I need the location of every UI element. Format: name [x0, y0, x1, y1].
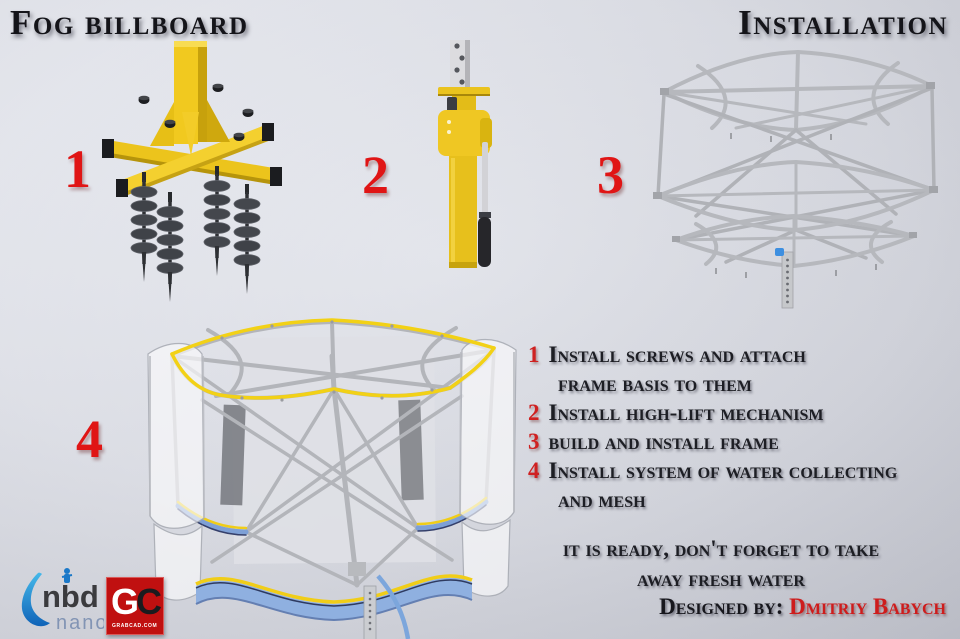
frame-connectors	[653, 82, 938, 242]
water-collector-tray	[195, 574, 473, 622]
step2-highlift-jack-render	[438, 40, 492, 268]
instruction-1-continued: frame basis to them	[558, 371, 752, 396]
instruction-text: Install high-lift mechanism	[548, 400, 824, 425]
instruction-number: 4	[528, 458, 540, 483]
ring-bolts	[220, 320, 444, 402]
instruction-text: Install screws and attach	[548, 342, 806, 367]
product-title: Fog billboard	[10, 3, 249, 42]
cross-beam-base	[102, 123, 282, 197]
designer-name: Dmitriy Babych	[789, 594, 946, 619]
ready-note-line1: it is ready, don't forget to take	[562, 536, 880, 561]
mesh-panels	[147, 339, 517, 601]
nano-wordmark: nano	[56, 612, 104, 634]
step-1-marker: 1	[64, 139, 91, 199]
drain-tube	[376, 574, 411, 639]
center-post-and-tube	[348, 562, 411, 639]
grabcad-initials: GC	[111, 580, 162, 624]
credit-line: Designed by: Dmitriy Babych	[659, 594, 946, 620]
climber-icon	[61, 568, 73, 583]
instruction-number: 1	[528, 342, 540, 367]
center-post	[775, 248, 794, 309]
step-2-marker: 2	[362, 145, 389, 205]
grabcad-letter-c: C	[136, 581, 162, 622]
ready-note-line2: away fresh water	[637, 566, 805, 591]
instruction-text: Install system of water collecting	[548, 458, 898, 483]
nbd-nano-logo-art: nbd nano	[21, 568, 107, 634]
instruction-4-continued: and mesh	[558, 487, 646, 512]
instruction-list: 1 Install screws and attach frame basis …	[528, 340, 960, 514]
ground-screws	[129, 164, 262, 304]
nbd-nano-logo: nbd nano	[18, 565, 107, 637]
frame-bottom-ring	[674, 213, 916, 269]
instruction-2: 2 Install high-lift mechanism	[528, 398, 960, 427]
step-4-marker: 4	[76, 409, 103, 469]
nbd-wordmark: nbd	[42, 579, 99, 614]
grabcad-letter-g: G	[111, 581, 139, 622]
page-title: Installation	[738, 3, 948, 42]
instruction-text: build and install frame	[548, 429, 779, 454]
step1-base-and-screws-render	[102, 41, 282, 304]
water-drop-icon	[21, 572, 50, 627]
instruction-3: 3 build and install frame	[528, 427, 960, 456]
instruction-number: 2	[528, 400, 540, 425]
lift-bar	[450, 40, 470, 90]
grabcad-site-label: GRABCAD.COM	[112, 623, 158, 629]
frame-top-ring	[662, 49, 934, 133]
jack-handle	[478, 142, 491, 267]
mounting-nuts	[138, 83, 254, 141]
step4-assembled-billboard-render	[147, 318, 517, 639]
instruction-1: 1 Install screws and attach	[528, 340, 960, 369]
ready-note: it is ready, don't forget to take away f…	[505, 534, 937, 594]
instruction-4: 4 Install system of water collecting	[528, 456, 960, 485]
top-ring-piping	[170, 318, 496, 400]
blue-clamp	[775, 248, 784, 256]
base-post	[150, 41, 230, 156]
frame-mid-ring	[656, 159, 936, 233]
step3-frame-render	[653, 49, 938, 309]
credit-label: Designed by:	[659, 594, 784, 619]
jack-body	[438, 87, 492, 268]
grabcad-logo: GC GRABCAD.COM	[106, 577, 164, 635]
instruction-number: 3	[528, 429, 540, 454]
step-3-marker: 3	[597, 145, 624, 205]
